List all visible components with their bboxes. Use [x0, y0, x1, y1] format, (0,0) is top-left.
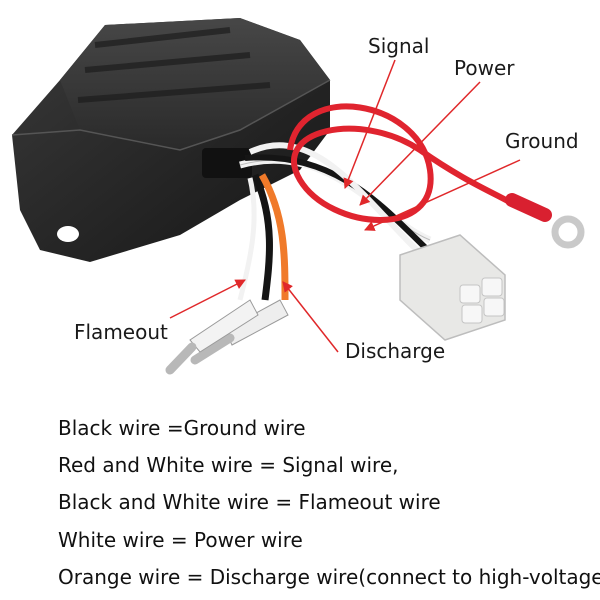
legend-line-power: White wire = Power wire — [58, 528, 303, 552]
spade-terminal-icon — [165, 299, 289, 375]
flameout-label: Flameout — [74, 320, 168, 344]
ring-terminal-icon — [505, 193, 585, 249]
signal-label: Signal — [368, 34, 430, 58]
legend-line-ground: Black wire =Ground wire — [58, 416, 306, 440]
legend-line-flameout: Black and White wire = Flameout wire — [58, 490, 441, 514]
discharge-label: Discharge — [345, 339, 446, 363]
legend-line-discharge: Orange wire = Discharge wire(connect to … — [58, 565, 600, 589]
ground-label: Ground — [505, 129, 579, 153]
ignition-module-photo — [11, 18, 585, 375]
white-connector — [399, 234, 506, 341]
legend-line-signal: Red and White wire = Signal wire, — [58, 453, 399, 477]
ignition-module-body — [11, 18, 331, 262]
power-label: Power — [454, 56, 515, 80]
wire-harness — [237, 103, 522, 301]
mounting-hole-icon — [57, 226, 79, 242]
callout-arrows — [169, 59, 521, 353]
